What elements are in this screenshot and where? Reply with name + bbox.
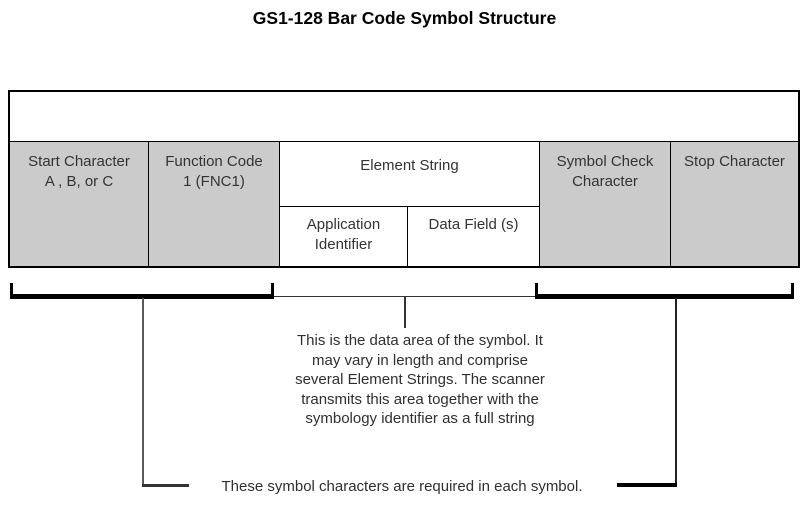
required-chars-bracket-right [535,294,794,299]
cell-application-identifier: Application Identifier [279,206,407,266]
bracket-tick [271,283,274,295]
data-area-span-line [274,295,535,297]
required-note-leader-right [675,298,677,487]
cell-symbol-check: Symbol Check Character [539,142,670,266]
data-area-note-line: may vary in length and comprise [312,351,528,369]
function-code-label-line1: Function Code [165,153,263,170]
barcode-band-row [10,92,798,142]
data-area-note: This is the data area of the symbol. It … [250,331,590,429]
cell-function-code: Function Code 1 (FNC1) [148,142,279,266]
start-character-label-line2: A , B, or C [44,173,114,190]
bracket-tick [535,283,538,295]
bracket-tick [10,283,13,295]
data-area-note-line: symbology identifier as a full string [305,410,535,427]
page-title: GS1-128 Bar Code Symbol Structure [252,8,557,28]
function-code-label-line2: 1 (FNC1) [183,173,245,190]
required-note-connector-left [142,484,189,487]
required-note-leader-left [142,298,144,487]
data-field-label: Data Field (s) [428,216,519,233]
symbol-structure-table: Start Character A , B, or C Function Cod… [8,90,800,268]
symbol-check-label-line2: Character [572,173,638,190]
stop-character-label: Stop Character [684,153,785,170]
required-note: These symbol characters are required in … [221,478,583,495]
application-identifier-label-line2: Identifier [314,236,373,253]
bracket-tick [791,283,794,295]
data-area-leader-line [404,297,406,328]
cell-data-field: Data Field (s) [407,206,539,266]
start-character-label-line1: Start Character [28,153,130,170]
cell-element-string: Element String [279,142,539,206]
application-identifier-label-line1: Application [306,216,381,233]
cell-start-character: Start Character A , B, or C [10,142,148,266]
data-area-note-line: transmits this area together with the [301,390,539,408]
element-string-label: Element String [360,157,459,174]
data-area-note-line: This is the data area of the symbol. It [297,332,543,349]
cell-stop-character: Stop Character [670,142,798,266]
data-area-note-line: several Element Strings. The scanner [295,371,545,388]
required-chars-bracket-left [10,294,274,299]
required-note-connector-right [617,483,677,487]
symbol-check-label-line1: Symbol Check [556,153,654,170]
